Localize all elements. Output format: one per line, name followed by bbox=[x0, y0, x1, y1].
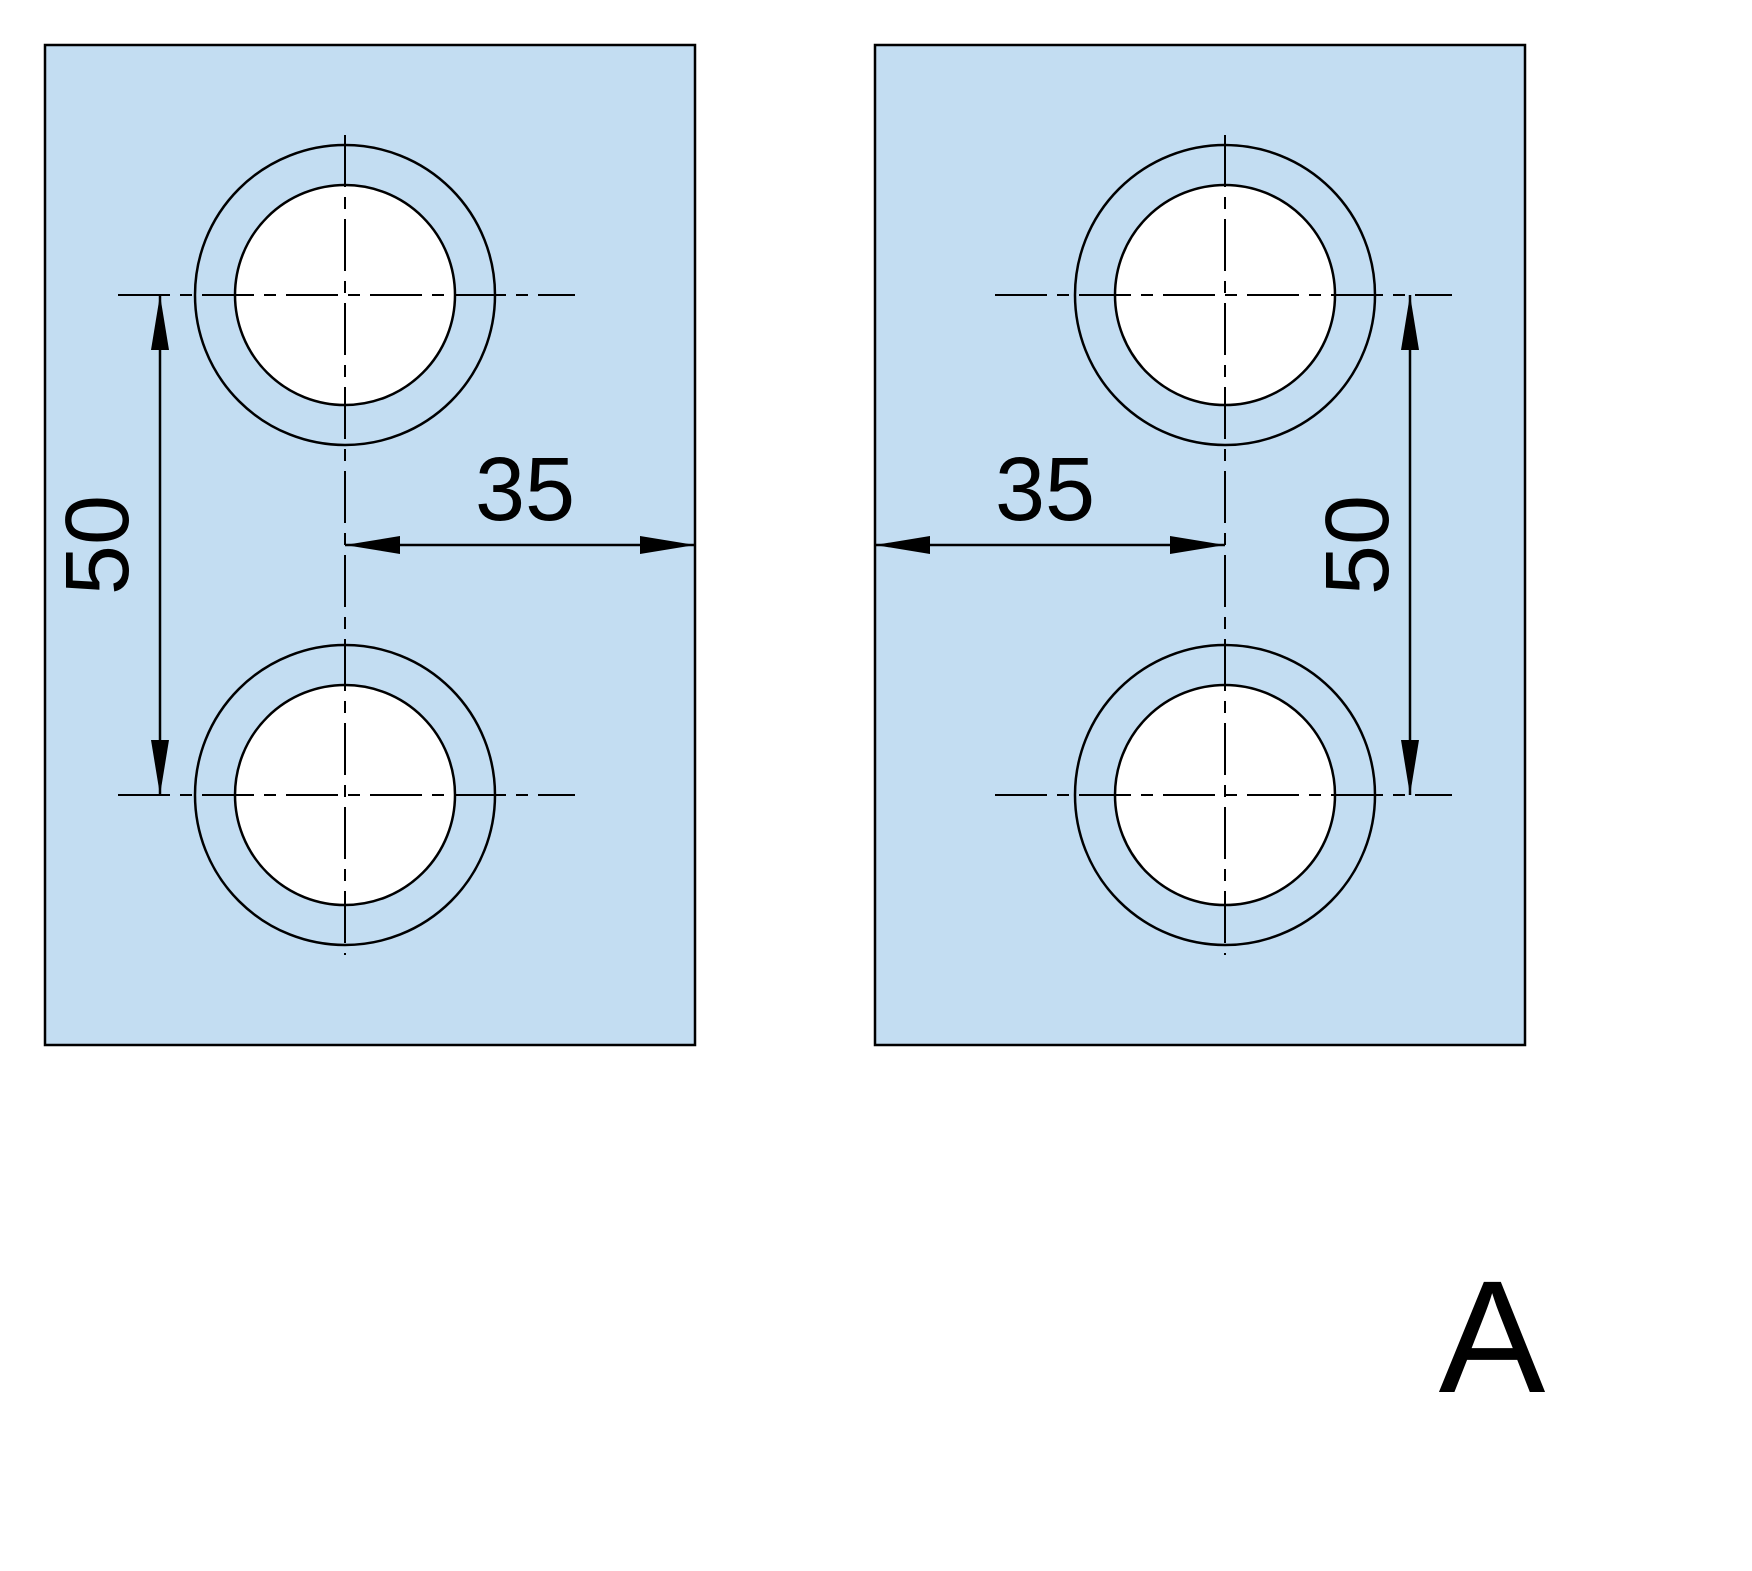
right-plate-view: 35 50 bbox=[873, 43, 1527, 1047]
right-horizontal-dim-arrow-right-icon bbox=[1170, 536, 1225, 554]
left-horizontal-dimension-text: 35 bbox=[475, 440, 575, 540]
right-vertical-dim-arrow-down-icon bbox=[1401, 740, 1419, 795]
right-vertical-dim-arrow-up-icon bbox=[1401, 295, 1419, 350]
right-horizontal-dimension: 35 bbox=[875, 440, 1225, 554]
left-vertical-dimension: 50 bbox=[48, 295, 169, 795]
right-horizontal-dimension-text: 35 bbox=[995, 440, 1095, 540]
left-horizontal-dim-arrow-right-icon bbox=[640, 536, 695, 554]
right-horizontal-dim-arrow-left-icon bbox=[875, 536, 930, 554]
left-vertical-dimension-text: 50 bbox=[48, 495, 148, 595]
left-horizontal-dimension: 35 bbox=[345, 440, 695, 554]
left-horizontal-dim-arrow-left-icon bbox=[345, 536, 400, 554]
right-vertical-dimension: 50 bbox=[1308, 295, 1419, 795]
left-vertical-dim-arrow-up-icon bbox=[151, 295, 169, 350]
right-vertical-dimension-text: 50 bbox=[1308, 495, 1408, 595]
view-label: A bbox=[1439, 1247, 1546, 1426]
left-vertical-dim-arrow-down-icon bbox=[151, 740, 169, 795]
left-plate-view: 50 35 bbox=[43, 43, 697, 1047]
